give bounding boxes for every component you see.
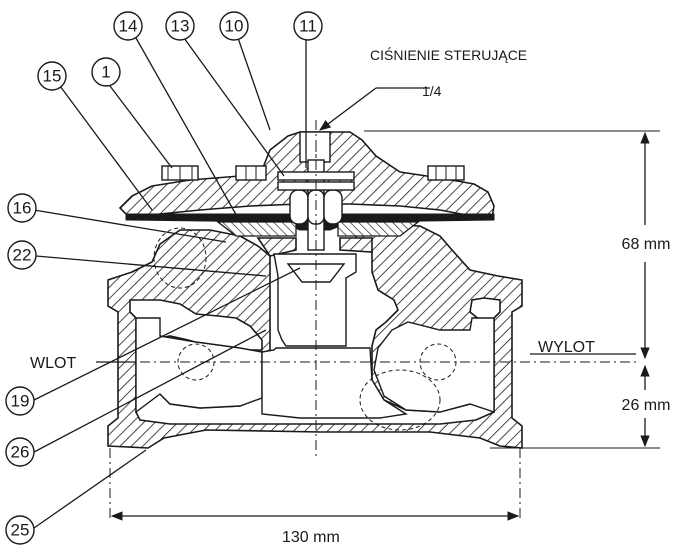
dimension-lines — [109, 130, 660, 522]
control-pressure-label: CIŚNIENIE STERUJĄCE — [370, 46, 527, 63]
hex-nut-left — [289, 189, 309, 225]
svg-text:26: 26 — [11, 443, 30, 462]
centerlines — [120, 120, 640, 460]
control-port — [299, 131, 331, 163]
svg-text:22: 22 — [13, 246, 32, 265]
valve-seat — [256, 237, 297, 257]
svg-text:15: 15 — [43, 67, 62, 86]
dim-130-label: 130 mm — [282, 529, 340, 546]
callout-15: 15 — [37, 61, 67, 91]
callout-26: 26 — [5, 437, 35, 467]
svg-text:13: 13 — [171, 17, 190, 36]
callout-14: 14 — [113, 11, 143, 41]
hidden-chamber — [359, 369, 441, 431]
callout-10: 10 — [219, 11, 249, 41]
svg-text:10: 10 — [225, 17, 244, 36]
callout-25: 25 — [5, 515, 35, 545]
diaphragm-plate-left — [216, 221, 297, 237]
svg-text:1: 1 — [101, 63, 110, 82]
outlet-bore — [373, 317, 495, 413]
callout-11: 11 — [293, 11, 323, 41]
outlet-label: WYLOT — [538, 339, 595, 356]
diaphragm-plate-right — [337, 221, 420, 237]
text-labels: CIŚNIENIE STERUJĄCE 1/4 WLOT WYLOT 68 mm… — [30, 46, 670, 546]
callout-16: 16 — [7, 193, 37, 223]
svg-text:14: 14 — [119, 17, 138, 36]
svg-text:11: 11 — [299, 17, 317, 36]
dim-26-label: 26 mm — [622, 397, 671, 414]
hex-nut-right — [323, 189, 343, 225]
svg-text:16: 16 — [13, 199, 32, 218]
callout-19: 19 — [5, 386, 35, 416]
port-size-label: 1/4 — [422, 83, 442, 99]
callout-1: 1 — [91, 57, 121, 87]
callouts: 15 1 14 13 10 11 16 22 19 26 25 — [5, 11, 323, 545]
inlet-label: WLOT — [30, 355, 76, 372]
callout-22: 22 — [7, 240, 37, 270]
inner-cone — [286, 263, 346, 283]
valve-body — [107, 223, 523, 449]
leader-lines — [33, 37, 636, 529]
dim-68-label: 68 mm — [622, 236, 671, 253]
bolt-head-mid — [235, 165, 267, 181]
valve-seat-right — [339, 237, 373, 253]
central-chamber — [261, 347, 408, 419]
callout-13: 13 — [165, 11, 195, 41]
svg-text:19: 19 — [11, 392, 30, 411]
svg-text:25: 25 — [11, 521, 30, 540]
hidden-bolt-left — [153, 227, 207, 289]
